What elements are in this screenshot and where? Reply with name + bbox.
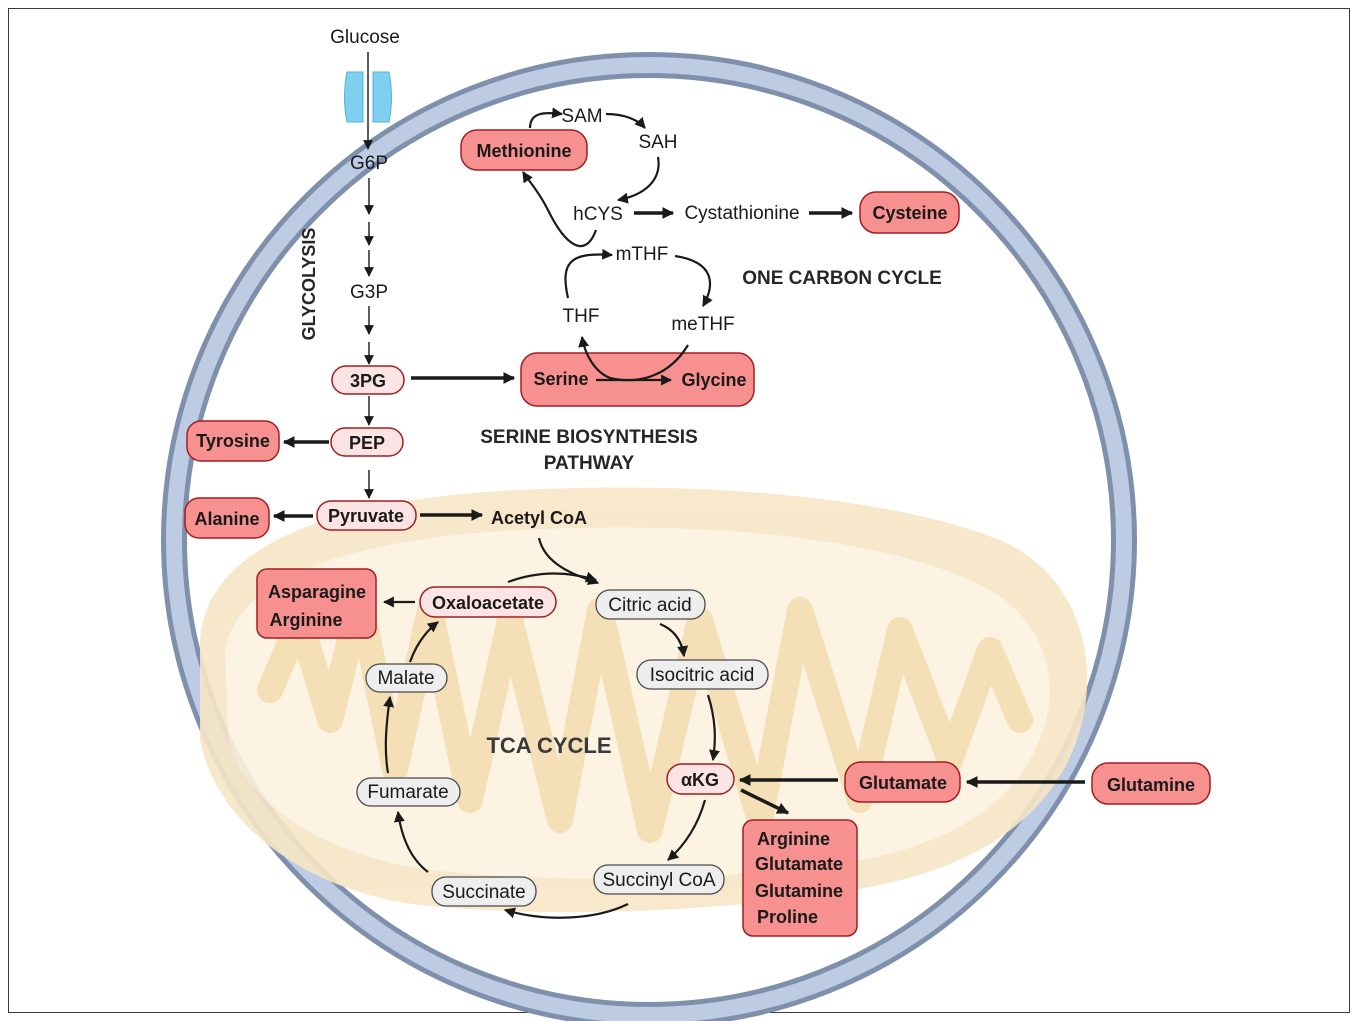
tca-arrows [383, 571, 720, 919]
node-akg-products: Arginine Glutamate Glutamine Proline [742, 819, 858, 937]
node-succinyl-coa: Succinyl CoA [593, 864, 725, 895]
serine-pathway-label-line1: SERINE BIOSYNTHESIS [480, 427, 698, 448]
methf-label: meTHF [671, 314, 734, 335]
serine-pathway-label-line2: PATHWAY [544, 453, 635, 474]
node-akg: αKG [666, 763, 735, 795]
node-glutamate: Glutamate [844, 761, 961, 803]
node-citric-acid: Citric acid [595, 589, 706, 620]
cystathionine-label: Cystathionine [684, 203, 799, 224]
akg-product-glutamine: Glutamine [755, 881, 843, 901]
tca-cycle-label: TCA CYCLE [486, 733, 611, 758]
serine-label: Serine [533, 369, 588, 389]
node-fumarate: Fumarate [356, 777, 461, 807]
node-pyruvate: Pyruvate [316, 500, 417, 531]
one-carbon-arrows [522, 107, 854, 382]
sam-label: SAM [561, 106, 602, 127]
glucose-label: Glucose [330, 27, 400, 48]
glutamate-label: Glutamate [859, 773, 947, 793]
mthf-label: mTHF [616, 244, 669, 265]
glycine-label: Glycine [681, 370, 746, 390]
node-malate: Malate [365, 663, 448, 693]
cell-membrane [161, 52, 1137, 1021]
oxaloacetate-label: Oxaloacetate [432, 593, 544, 613]
arginine-label: Arginine [269, 610, 342, 630]
g6p-label: G6P [350, 153, 388, 174]
node-asparagine-arginine: Asparagine Arginine [256, 568, 377, 639]
node-methionine: Methionine [460, 129, 588, 171]
akg-product-proline: Proline [757, 907, 818, 927]
akg-product-glutamate: Glutamate [755, 854, 843, 874]
acetyl-coa-label: Acetyl CoA [491, 508, 587, 528]
methionine-label: Methionine [477, 141, 572, 161]
node-oxaloacetate: Oxaloacetate [419, 586, 557, 618]
hcys-label: hCYS [573, 204, 623, 225]
akg-to-products-arrow [740, 788, 790, 815]
node-3pg: 3PG [331, 365, 405, 395]
one-carbon-label: ONE CARBON CYCLE [742, 268, 942, 289]
glucose-transporter-icon [344, 71, 392, 123]
mitochondrion [200, 487, 1088, 913]
tyrosine-label: Tyrosine [196, 431, 270, 451]
pep-label: PEP [349, 433, 385, 453]
thf-label: THF [563, 306, 600, 327]
sah-label: SAH [638, 132, 677, 153]
3pg-label: 3PG [350, 371, 386, 391]
alanine-label: Alanine [194, 509, 259, 529]
akg-label: αKG [681, 770, 719, 790]
akg-product-arginine: Arginine [757, 829, 830, 849]
g3p-label: G3P [350, 282, 388, 303]
node-tyrosine: Tyrosine [186, 420, 280, 462]
glycolysis-label: GLYCOLYSIS [299, 228, 319, 341]
glutamine-label: Glutamine [1107, 775, 1195, 795]
pyruvate-label: Pyruvate [328, 506, 404, 526]
succinyl-coa-label: Succinyl CoA [603, 870, 716, 891]
cysteine-label: Cysteine [872, 203, 947, 223]
node-isocitric-acid: Isocitric acid [636, 659, 769, 690]
node-alanine: Alanine [184, 497, 270, 539]
citric-acid-label: Citric acid [608, 595, 691, 616]
node-glutamine: Glutamine [1091, 762, 1211, 805]
node-cysteine: Cysteine [859, 191, 960, 234]
asparagine-label: Asparagine [268, 582, 366, 602]
glycolysis-arrows [363, 52, 374, 499]
isocitric-acid-label: Isocitric acid [650, 665, 755, 686]
succinate-label: Succinate [442, 882, 525, 903]
node-succinate: Succinate [431, 876, 537, 907]
node-pep: PEP [330, 427, 404, 457]
malate-label: Malate [377, 668, 434, 689]
fumarate-label: Fumarate [367, 782, 448, 803]
